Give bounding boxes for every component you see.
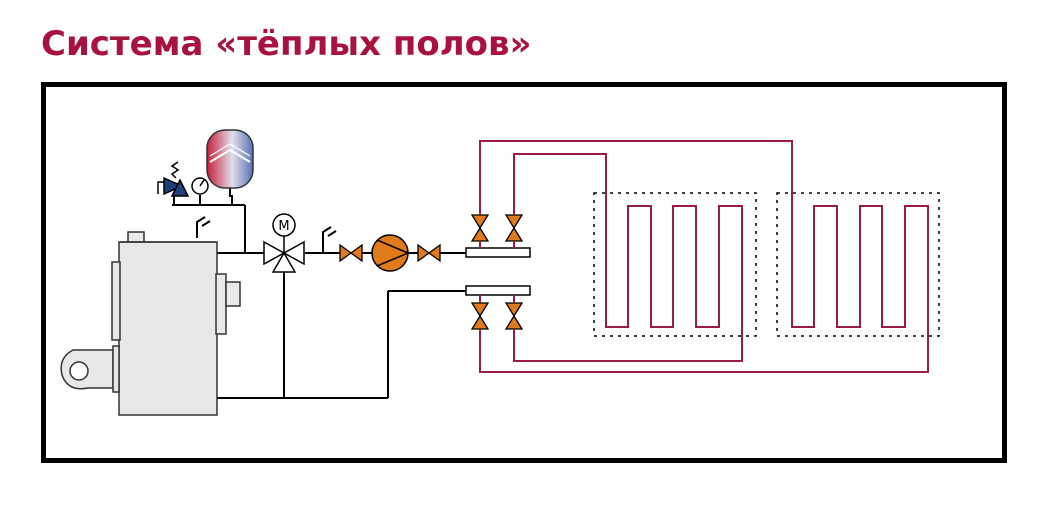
- shutoff-valve-icon[interactable]: [417, 243, 441, 263]
- diagram-frame: M: [41, 82, 1007, 463]
- boiler: [111, 231, 241, 416]
- expansion-tank-icon: [206, 129, 254, 197]
- three-way-mixing-valve-icon: [263, 213, 305, 273]
- circulation-pump-icon[interactable]: [371, 234, 409, 272]
- safety-valve-icon: [157, 161, 190, 197]
- floor-zone-outline: [593, 192, 940, 337]
- manifold-valve-icon[interactable]: [470, 214, 490, 242]
- manifold-valve-icon[interactable]: [504, 214, 524, 242]
- shutoff-valve-icon[interactable]: [339, 243, 363, 263]
- manifold-valve-icon[interactable]: [470, 302, 490, 330]
- floor-heating-pipes: [479, 140, 929, 373]
- pressure-gauge-icon: [191, 177, 209, 195]
- pipework: [172, 195, 466, 399]
- burner-fan-icon: [60, 345, 120, 393]
- page-title: Система «тёплых полов»: [41, 24, 532, 64]
- return-manifold: [465, 285, 531, 296]
- supply-manifold: [465, 247, 531, 258]
- motor-label: M: [278, 219, 289, 234]
- manifold-valve-icon[interactable]: [504, 302, 524, 330]
- heating-schematic: M: [60, 129, 940, 416]
- manifold-stubs: [479, 241, 515, 303]
